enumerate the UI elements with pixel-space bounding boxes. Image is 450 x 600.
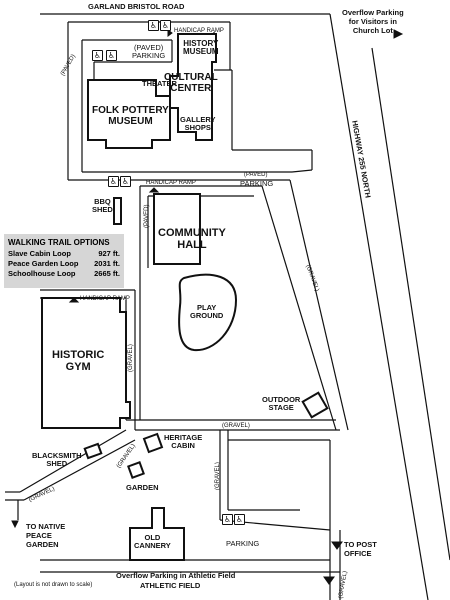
wheelchair-icon: ♿ <box>234 514 245 525</box>
athletic-field-label: ATHLETIC FIELD <box>140 581 201 590</box>
highway-edge-right <box>371 47 450 561</box>
gym-ramp-label: HANDICAP RAMP <box>80 296 130 302</box>
trail-distance: 2665 ft. <box>94 269 120 278</box>
theater-label: THEATER <box>142 79 177 88</box>
playground-shape <box>178 273 238 352</box>
top-ramp-label: HANDICAP RAMP <box>174 28 224 34</box>
blacksmith-shed-shape <box>83 442 103 460</box>
church-arrow-icon <box>393 29 404 39</box>
community-hall-label: COMMUNITY HALL <box>158 227 226 251</box>
garden-label: GARDEN <box>126 483 159 492</box>
wheelchair-icon: ♿ <box>108 176 119 187</box>
top-ramp-arrow-icon <box>167 29 173 37</box>
historic-gym-shape <box>41 297 131 429</box>
wheelchair-icon: ♿ <box>92 50 103 61</box>
native-garden-label: TO NATIVE PEACE GARDEN <box>26 522 66 549</box>
old-cannery-shape <box>129 507 185 561</box>
heritage-cabin-label: HERITAGE CABIN <box>164 433 203 450</box>
post-office-label: TO POST OFFICE <box>344 540 377 558</box>
community-hall-shape <box>153 193 201 265</box>
walking-trail-title: WALKING TRAIL OPTIONS <box>8 238 110 247</box>
historic-gym-label: HISTORIC GYM <box>52 349 105 373</box>
main-parking-paved-label: (PAVED) <box>244 172 268 178</box>
gravel-mid-label: (GRAVEL) <box>222 423 250 429</box>
scale-note: (Layout is not drawn to scale) <box>14 582 93 588</box>
community-ramp-label: HANDICAP RAMP <box>146 180 196 186</box>
post-office-arrow-icon <box>331 541 343 550</box>
native-garden-arrow-icon <box>11 520 19 529</box>
folk-pottery-building <box>87 79 171 149</box>
trail-name: Slave Cabin Loop <box>8 249 71 258</box>
cultural-center-building <box>169 33 217 141</box>
outdoor-stage-label: OUTDOOR STAGE <box>262 395 301 412</box>
paved-community-label: (PAVED) <box>144 204 150 228</box>
trail-row: Peace Garden Loop 2031 ft. <box>8 259 120 269</box>
gym-ramp-arrow-icon <box>68 297 80 303</box>
gravel-parking-label: (GRAVEL) <box>215 462 221 490</box>
trail-row: Slave Cabin Loop 927 ft. <box>8 249 120 259</box>
outdoor-stage-shape <box>301 391 329 419</box>
cultural-center-label: CULTURAL CENTER <box>164 72 218 94</box>
gallery-shops-label: GALLERY SHOPS <box>180 115 216 132</box>
folk-pottery-label: FOLK POTTERY MUSEUM <box>92 105 169 127</box>
gravel-gym-label: (GRAVEL) <box>128 344 134 372</box>
bbq-shed-label: BBQ SHED <box>92 197 113 214</box>
bbq-shed-shape <box>113 197 122 225</box>
heritage-cabin-shape <box>142 432 164 454</box>
garland-bristol-road-label: GARLAND BRISTOL ROAD <box>88 2 185 11</box>
wheelchair-icon: ♿ <box>106 50 117 61</box>
trail-name: Schoolhouse Loop <box>8 269 76 278</box>
overflow-athletic-label: Overflow Parking in Athletic Field <box>116 571 236 580</box>
bottom-parking-label: PARKING <box>226 539 260 548</box>
trail-distance: 2031 ft. <box>94 259 120 268</box>
highway-edge-left <box>329 13 429 600</box>
trail-name: Peace Garden Loop <box>8 259 79 268</box>
history-museum-label: HISTORY MUSEUM <box>183 39 219 57</box>
athletic-field-arrow-icon <box>323 576 335 585</box>
trail-distance: 927 ft. <box>98 249 120 258</box>
blacksmith-shed-label: BLACKSMITH SHED <box>32 451 82 468</box>
wheelchair-icon: ♿ <box>222 514 233 525</box>
wheelchair-icon: ♿ <box>120 176 131 187</box>
community-ramp-arrow-icon <box>148 187 160 193</box>
overflow-church-label: Overflow Parking for Visitors in Church … <box>342 8 404 35</box>
walking-trail-options: WALKING TRAIL OPTIONS Slave Cabin Loop 9… <box>4 234 124 288</box>
play-ground-label: PLAY GROUND <box>190 303 224 320</box>
top-parking-label: (PAVED) PARKING <box>132 43 166 60</box>
wheelchair-icon: ♿ <box>148 20 159 31</box>
wheelchair-icon: ♿ <box>160 20 171 31</box>
trail-row: Schoolhouse Loop 2665 ft. <box>8 269 120 279</box>
main-parking-label: PARKING <box>240 179 274 188</box>
old-cannery-label: OLD CANNERY <box>134 533 171 550</box>
garden-shape <box>127 461 145 479</box>
